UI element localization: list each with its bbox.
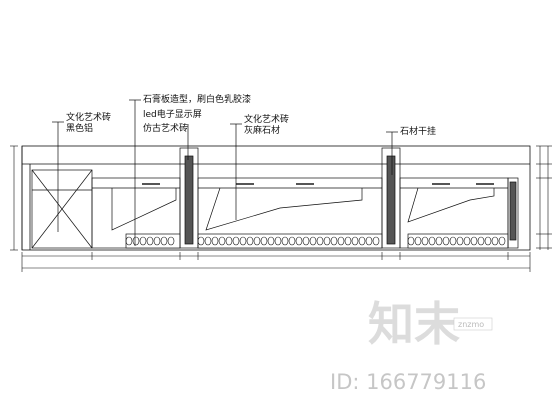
leader-lines — [52, 99, 398, 246]
pattern-motif — [274, 236, 282, 246]
pattern-motif — [295, 236, 303, 246]
elevation-frame — [21, 145, 531, 251]
callout-left-bottom: 黑色铝 — [66, 122, 93, 134]
pillar-1 — [179, 147, 199, 249]
pattern-motif — [160, 236, 168, 246]
pattern-motif — [428, 236, 436, 246]
pattern-motif — [456, 236, 464, 246]
callout-far-right: 石材干挂 — [400, 125, 436, 137]
pattern-motif — [281, 236, 289, 246]
pattern-motif — [253, 236, 261, 246]
pattern-motif — [337, 236, 345, 246]
left-door-panel — [31, 169, 93, 249]
pattern-motif — [442, 236, 450, 246]
callout-right-1: 文化艺术砖 — [244, 113, 289, 125]
display-bay-1 — [91, 177, 181, 249]
pattern-motif — [204, 236, 212, 246]
pattern-motif — [365, 236, 373, 246]
dimension-lines — [10, 145, 552, 272]
pattern-motif — [260, 236, 268, 246]
pattern-motif — [146, 236, 154, 246]
pattern-motif — [414, 236, 422, 246]
pattern-motif — [351, 236, 359, 246]
pattern-motif — [449, 236, 457, 246]
bay-marks — [142, 183, 494, 185]
callout-mid-1: 石膏板造型，刷白色乳胶漆 — [143, 93, 251, 105]
pillar-2 — [381, 147, 401, 249]
pattern-motif — [407, 236, 415, 246]
pattern-motif — [288, 236, 296, 246]
pattern-motif — [484, 236, 492, 246]
watermark: 知末 znzmo ID: 166779116 — [330, 297, 493, 394]
pattern-motif — [132, 236, 140, 246]
pattern-motif — [153, 236, 161, 246]
pattern-motif — [344, 236, 352, 246]
pattern-motif — [225, 236, 233, 246]
pattern-motif — [358, 236, 366, 246]
pattern-motif — [309, 236, 317, 246]
callout-mid-2: led电子显示屏 — [143, 108, 202, 120]
pattern-motif — [435, 236, 443, 246]
pattern-motif — [246, 236, 254, 246]
pattern-motif — [316, 236, 324, 246]
pattern-motif — [491, 236, 499, 246]
pattern-motif — [421, 236, 429, 246]
pillar-3 — [507, 177, 519, 249]
pattern-motif — [477, 236, 485, 246]
callout-right-2: 灰麻石材 — [244, 124, 280, 136]
pattern-motif — [167, 236, 175, 246]
pattern-motif — [463, 236, 471, 246]
watermark-logo: 知末 — [368, 297, 460, 351]
pattern-motif — [470, 236, 478, 246]
pattern-motif — [139, 236, 147, 246]
pattern-motif — [239, 236, 247, 246]
pattern-motif — [211, 236, 219, 246]
pattern-motif — [232, 236, 240, 246]
pattern-motif — [267, 236, 275, 246]
pattern-motif — [302, 236, 310, 246]
pattern-motif — [330, 236, 338, 246]
callout-left-top: 文化艺术砖 — [66, 111, 111, 123]
ornamental-brick-band — [125, 236, 506, 246]
pattern-motif — [372, 236, 380, 246]
pattern-motif — [323, 236, 331, 246]
callout-mid-3: 仿古艺术砖 — [143, 122, 188, 134]
pattern-motif — [125, 236, 133, 246]
watermark-logo-small: znzmo — [458, 320, 484, 329]
watermark-id: ID: 166779116 — [330, 370, 486, 394]
pattern-motif — [498, 236, 506, 246]
pattern-motif — [218, 236, 226, 246]
